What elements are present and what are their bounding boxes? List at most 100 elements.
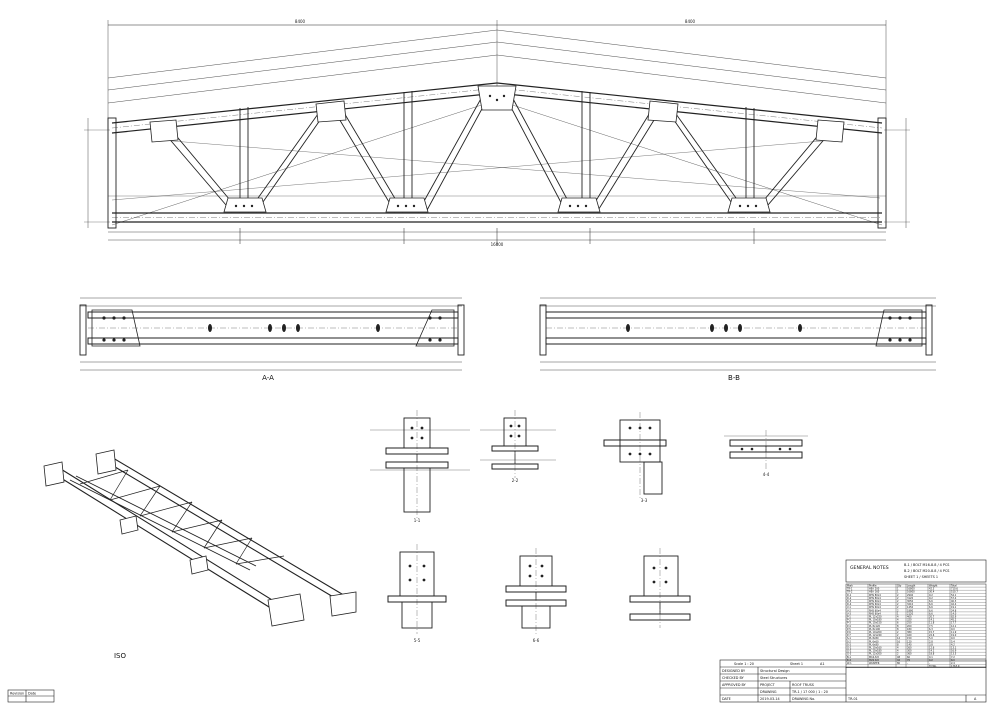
bom-cell: 2: [897, 609, 899, 612]
bom-cell: 45.2: [951, 619, 957, 622]
drawing-number-value: TR-01: [847, 697, 858, 701]
bom-cell: 4: [897, 647, 899, 650]
bom-frame: [845, 583, 987, 668]
bom-cell: 150: [907, 637, 912, 640]
bom-cell: 1: [897, 612, 899, 615]
bom-cell: PL 12x240: [869, 634, 882, 637]
bom-cell: P-6: [847, 631, 851, 634]
bom-cell: 180: [907, 628, 912, 631]
bom-cell: 11.8: [929, 622, 935, 625]
detail-5-view: [387, 544, 447, 634]
bom-cell: 300: [907, 650, 912, 653]
bom-cell: PL 10x180: [869, 619, 882, 622]
bom-cell: -: [907, 662, 908, 665]
bom-cell: RHS 60x4: [869, 603, 881, 606]
bom-cell: RHS 80x4: [869, 594, 881, 597]
overall-length-dim: 16800: [491, 242, 504, 247]
bom-cell: 4.2: [951, 643, 955, 646]
detail-1-label: 1-1: [414, 518, 421, 523]
bom-cell: 3.8: [929, 643, 933, 646]
bom-cell: 18.8: [929, 653, 935, 656]
bom-cell: PL 8x100: [869, 628, 881, 631]
approved-by-label: APPROVED BY: [722, 683, 747, 687]
bom-cell: RHS 80x4: [869, 597, 881, 600]
bom-cell: -: [929, 662, 930, 665]
drawing-number-label: DRAWING No.: [792, 697, 815, 701]
bom-cell: B-2: [847, 659, 852, 662]
bom-cell: RHS 60x4: [869, 606, 881, 609]
bom-cell: 57.4: [951, 597, 957, 600]
bom-cell: 12.1: [951, 625, 957, 628]
bom-cell: D-3: [847, 600, 852, 603]
bom-cell: 11.9: [951, 631, 957, 634]
bom-cell: 42.4: [951, 603, 957, 606]
checked-by-label: CHECKED BY: [722, 676, 745, 680]
bom-cell: 24.8: [951, 609, 957, 612]
bom-header-cell: Mark: [847, 585, 854, 588]
bom-cell: 16800: [907, 591, 915, 594]
date-label: DATE: [722, 697, 731, 701]
bom-cell: 510.7: [951, 591, 958, 594]
bom-cell: M16-8.8: [869, 656, 879, 659]
bom-cell: 16800: [907, 588, 915, 591]
bom-cell: 2: [897, 606, 899, 609]
bom-cell: 4: [897, 650, 899, 653]
bom-cell: 2: [897, 600, 899, 603]
bom-cell: 0.2: [929, 659, 933, 662]
detail-6-label: 6-6: [533, 638, 540, 643]
bom-cell: 6.6: [929, 609, 933, 612]
revision-date-box-label: Date: [28, 692, 36, 696]
detail-2-label: 2-2: [512, 478, 519, 483]
bom-cell: 12.6: [929, 647, 935, 650]
bom-cell: PL 8x120: [869, 625, 881, 628]
bom-cell: 20.7: [929, 616, 935, 619]
detail-4-label: 4-4: [763, 472, 770, 477]
bom-cell: 9.0: [951, 628, 955, 631]
bom-cell: 0.1: [929, 656, 933, 659]
bom-cell: 30.4: [929, 591, 935, 594]
bom-cell: 8: [897, 628, 899, 631]
bom-cell: PL 6x80: [869, 643, 879, 646]
general-notes-block: GENERAL NOTES B-1 / BOLT M16-8.8 / 4 PCS…: [845, 559, 987, 583]
bom-cell: PL 8x80: [869, 637, 879, 640]
bom-cell: 9.2: [929, 594, 933, 597]
general-notes-title: GENERAL NOTES: [850, 565, 889, 571]
section-b-view: [539, 297, 936, 371]
drawing-label: DRAWING: [760, 690, 777, 694]
bom-cell: V-1: [847, 606, 851, 609]
bom-header-cell: Qty: [897, 585, 902, 588]
bom-cell: 2: [897, 631, 899, 634]
bom-cell: PL 10x200: [869, 631, 882, 634]
bom-cell: 2: [897, 594, 899, 597]
bom-cell: TR-1: [847, 588, 853, 591]
bom-cell: 19.0: [951, 634, 957, 637]
bom-cell: P-5: [847, 628, 851, 631]
bom-cell: 3210: [907, 603, 914, 606]
bom-cell: 70: [907, 659, 911, 662]
bom-cell: 2.4: [951, 662, 955, 665]
designed-by-label: DESIGNED BY: [722, 669, 746, 673]
bom-cell: G-3: [847, 653, 852, 656]
bom-cell: 16.9: [951, 650, 957, 653]
bom-cell: HEA 200: [869, 588, 880, 591]
detail-4-view: [724, 430, 808, 470]
bom-cell: RHS 60x4: [869, 609, 881, 612]
bom-cell: PL 12x200: [869, 653, 882, 656]
title-sheet: Sheet 1: [790, 662, 803, 666]
bom-cell: V-3: [847, 612, 851, 615]
bom-cell: 320: [907, 619, 912, 622]
date-value: 2019-03-14: [760, 697, 780, 701]
bom-cell: 5.0: [929, 637, 933, 640]
bom-cell: 54.1: [951, 594, 957, 597]
bom-cell: 13.1: [951, 647, 957, 650]
bom-cell: 15.7: [929, 631, 935, 634]
bom-cell: TOTAL: [929, 665, 937, 668]
detail-5-label: 5-5: [414, 638, 421, 643]
detail-3-label: 3-3: [641, 498, 648, 503]
project-label: PROJECT: [760, 683, 776, 687]
bom-cell: 2: [897, 634, 899, 637]
bom-cell: 3120: [907, 597, 914, 600]
bom-cell: 9.0: [951, 637, 955, 640]
